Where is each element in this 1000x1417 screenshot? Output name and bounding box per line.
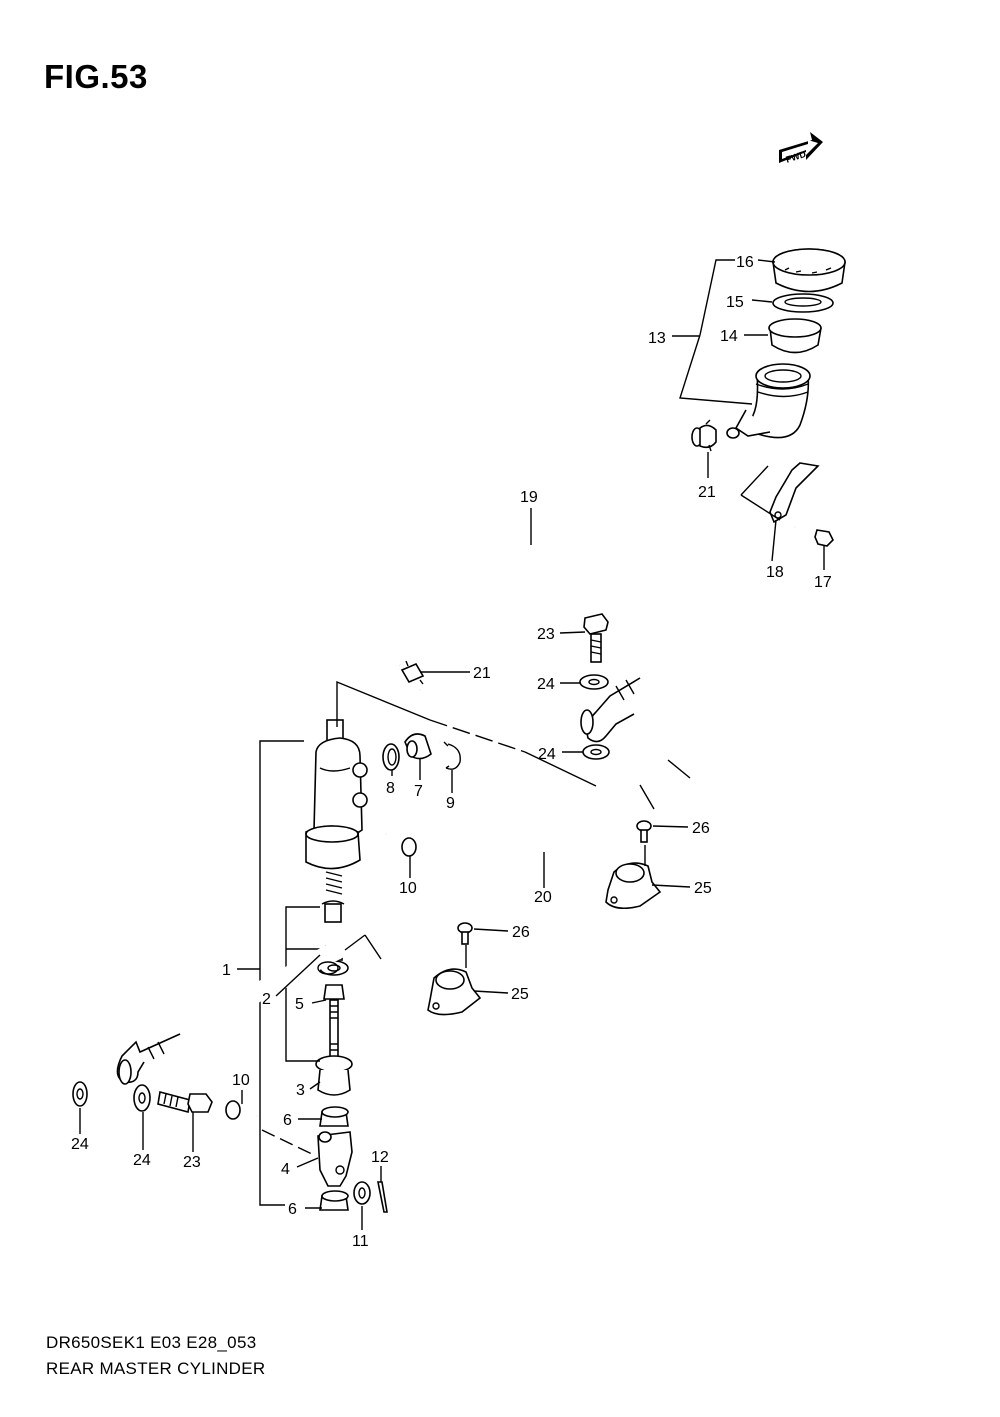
callout-12: 11 xyxy=(352,1233,369,1250)
callout-19: 18 xyxy=(766,564,784,581)
callout-16: 15 xyxy=(726,294,744,311)
hose-fitting-lower xyxy=(116,1033,181,1085)
figure-title: FIG.53 xyxy=(44,58,148,95)
callout-4: 4 xyxy=(281,1161,290,1178)
callout-23-lower: 23 xyxy=(183,1154,201,1171)
washer-24-upper-b xyxy=(582,744,610,760)
nut-6-lower xyxy=(319,1190,349,1211)
washer-24-lower-a xyxy=(72,1081,88,1107)
master-cylinder-body xyxy=(305,719,368,870)
callout-21-lower: 21 xyxy=(473,665,491,682)
diaphragm-16 xyxy=(772,293,834,313)
section-name: REAR MASTER CYLINDER xyxy=(46,1359,266,1378)
callout-11: 10 xyxy=(232,1072,250,1089)
callout-23-upper: 23 xyxy=(537,626,555,643)
union-bolt-23-upper xyxy=(583,613,609,663)
reservoir-tank xyxy=(726,363,811,439)
callout-25-left: 25 xyxy=(511,986,529,1003)
callout-6-upper: 6 xyxy=(283,1112,292,1129)
bolt-10 xyxy=(385,832,417,857)
locknut-6-upper xyxy=(319,1106,349,1127)
callout-21-upper: 21 xyxy=(698,484,716,501)
washer-12 xyxy=(353,1181,371,1205)
pushrod xyxy=(329,999,339,1059)
callout-5: 5 xyxy=(295,996,304,1013)
callout-1: 1 xyxy=(222,962,231,979)
callout-24-lower-b: 24 xyxy=(133,1152,151,1169)
hose-clamp-21-lower xyxy=(400,660,425,685)
boot-3 xyxy=(315,1055,353,1096)
callout-26-left: 26 xyxy=(512,924,530,941)
callout-25-right: 25 xyxy=(694,880,712,897)
callout-2: 2 xyxy=(262,991,271,1008)
callout-13: 12 xyxy=(371,1149,389,1166)
washer-24-upper-a xyxy=(579,674,609,690)
hose-banjo-mc xyxy=(317,934,366,975)
callout-3: 3 xyxy=(296,1082,305,1099)
brake-hose-22 xyxy=(175,647,734,1043)
plate-15 xyxy=(768,318,822,354)
screw-26-left xyxy=(457,922,473,945)
washer-24-lower-b xyxy=(133,1084,151,1112)
reservoir-bracket-19 xyxy=(769,462,820,524)
callout-20: 19 xyxy=(520,489,538,506)
callout-7: 7 xyxy=(414,783,423,800)
screw-26-right xyxy=(636,820,652,843)
callout-26-right: 26 xyxy=(692,820,710,837)
bolt-18 xyxy=(794,525,834,547)
hose-joint-7 xyxy=(404,688,442,760)
leader-lines xyxy=(79,259,825,1230)
callout-9: 9 xyxy=(446,795,455,812)
reservoir-cap-17 xyxy=(772,248,846,293)
callout-14: 13 xyxy=(648,330,666,347)
clevis-4 xyxy=(317,1131,353,1187)
callout-8: 8 xyxy=(386,780,395,797)
fwd-arrow-icon: FWD xyxy=(779,132,823,165)
hose-clamp-25-right xyxy=(605,862,662,910)
o-ring-8 xyxy=(382,743,400,771)
callout-6-lower: 6 xyxy=(288,1201,297,1218)
hose-fitting-upper xyxy=(580,677,641,743)
callout-22: 20 xyxy=(534,889,552,906)
spring xyxy=(325,871,343,895)
clevis-pin-11 xyxy=(225,1100,258,1120)
hose-clamp-21-upper xyxy=(699,419,717,452)
callout-15: 14 xyxy=(720,328,738,345)
callout-17: 16 xyxy=(736,254,754,271)
pushrod-boot-5 xyxy=(323,984,345,1000)
callout-18: 17 xyxy=(814,574,832,591)
model-code: DR650SEK1 E03 E28_053 xyxy=(46,1333,257,1352)
union-bolt-23-lower xyxy=(157,1091,213,1113)
callout-24-upper-b: 24 xyxy=(538,746,556,763)
circlip-9 xyxy=(443,741,461,770)
callout-24-upper-a: 24 xyxy=(537,676,555,693)
callout-10: 10 xyxy=(399,880,417,897)
cotter-pin-13 xyxy=(377,1181,388,1213)
callout-24-lower-a: 24 xyxy=(71,1136,89,1153)
hose-clamp-25-left xyxy=(427,968,482,1016)
